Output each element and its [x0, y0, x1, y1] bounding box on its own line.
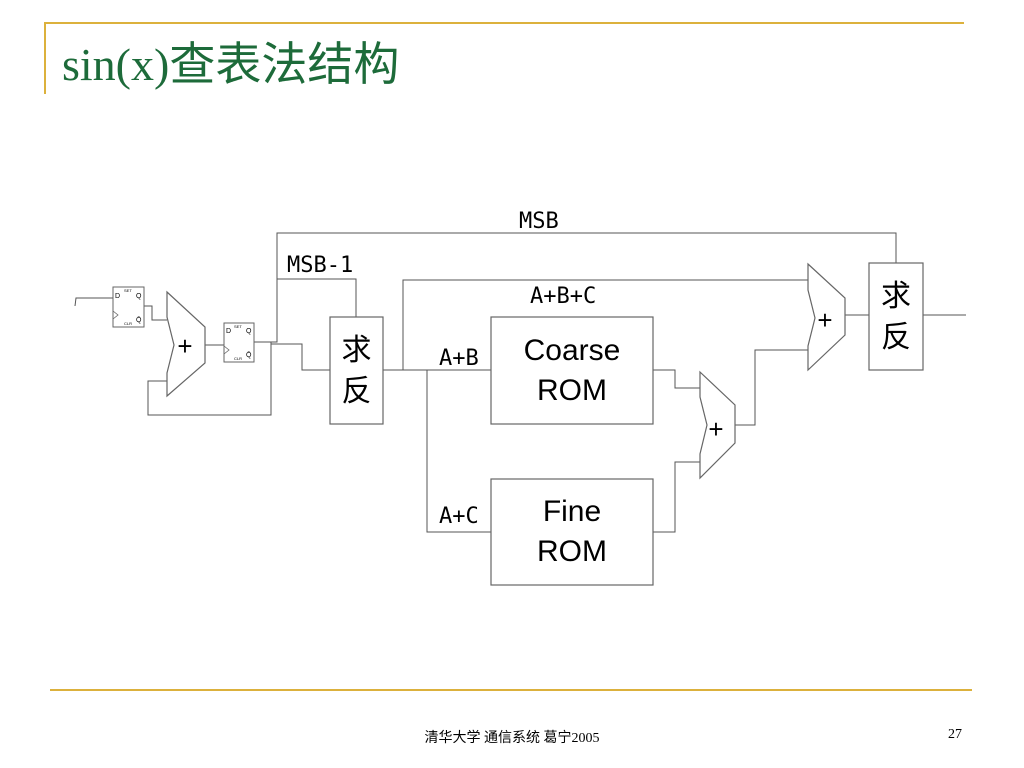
flipflop-1-set-pin: SET — [124, 288, 132, 293]
flipflop-1-clock-marker — [112, 310, 119, 320]
flipflop-2-d-pin: D — [226, 328, 231, 335]
page-number: 27 — [948, 727, 962, 742]
a-plus-b-plus-c-wire — [402, 279, 808, 370]
flipflop-2-clock-marker — [223, 345, 230, 355]
rom-sum-adder — [699, 370, 736, 480]
fine-rom-block — [490, 478, 654, 586]
left-rule — [44, 22, 46, 94]
a-plus-c-wire — [426, 370, 491, 533]
output-adder-symbol: + — [817, 305, 832, 335]
flipflop-1-qbar-pin: Q̄ — [136, 316, 142, 324]
rom-sum-adder-symbol: + — [708, 414, 723, 444]
coarse-rom-label-2: ROM — [537, 374, 607, 407]
fine-to-adder-wire — [653, 461, 700, 533]
coarse-to-adder-wire — [653, 369, 700, 389]
flipflop-1-q-pin: Q — [136, 293, 142, 300]
flipflop-1-clr-pin: CLR — [124, 321, 132, 326]
a-plus-b-label: A+B — [439, 346, 479, 371]
phase-inverter-label-1: 求 — [342, 333, 372, 368]
msb-wire — [271, 232, 897, 343]
ff2-to-inverter-wire — [271, 343, 330, 371]
flipflop-2: D Q Q̄ SET CLR — [223, 322, 255, 363]
flipflop-2-qbar-pin: Q̄ — [246, 351, 252, 359]
flipflop-1-body — [112, 286, 145, 328]
adder-to-final-adder-wire — [735, 349, 808, 426]
input-wire — [74, 297, 113, 307]
slide-footer: 清华大学 通信系统 葛宁2005 — [424, 731, 600, 746]
accumulator-adder-symbol: + — [177, 331, 192, 361]
coarse-rom-label-1: Coarse — [524, 334, 621, 367]
phase-inverter-label-2: 反 — [342, 374, 372, 409]
flipflop-1: D Q Q̄ SET CLR — [112, 286, 145, 328]
phase-inverter-block — [329, 316, 384, 425]
coarse-rom-block — [490, 316, 654, 425]
flipflop-2-clr-pin: CLR — [234, 356, 242, 361]
wire-labels: MSB MSB-1 A+B+C A+B A+C — [287, 209, 596, 529]
output-inverter-label-2: 反 — [881, 320, 911, 355]
slide-title: sin(x)查表法结构 — [62, 39, 400, 90]
ff1-to-adder-wire — [144, 305, 167, 321]
fine-rom-label-1: Fine — [543, 495, 601, 528]
output-inverter-block — [868, 262, 924, 371]
msb-minus-1-label: MSB-1 — [287, 253, 353, 278]
top-rule — [44, 22, 964, 24]
wires — [74, 232, 966, 533]
flipflop-2-body — [223, 322, 255, 363]
a-plus-c-label: A+C — [439, 504, 479, 529]
msb-label: MSB — [519, 209, 559, 234]
output-inverter-label-1: 求 — [881, 279, 911, 314]
flipflop-1-d-pin: D — [115, 293, 120, 300]
flipflop-2-q-pin: Q — [246, 328, 252, 335]
output-adder — [807, 262, 846, 372]
bottom-rule — [50, 689, 972, 691]
flipflop-2-set-pin: SET — [234, 324, 242, 329]
accumulator-feedback-wire — [147, 341, 272, 416]
accumulator-adder — [166, 290, 206, 398]
a-plus-b-plus-c-label: A+B+C — [530, 284, 596, 309]
msb-minus-1-wire — [277, 278, 357, 317]
fine-rom-label-2: ROM — [537, 535, 607, 568]
